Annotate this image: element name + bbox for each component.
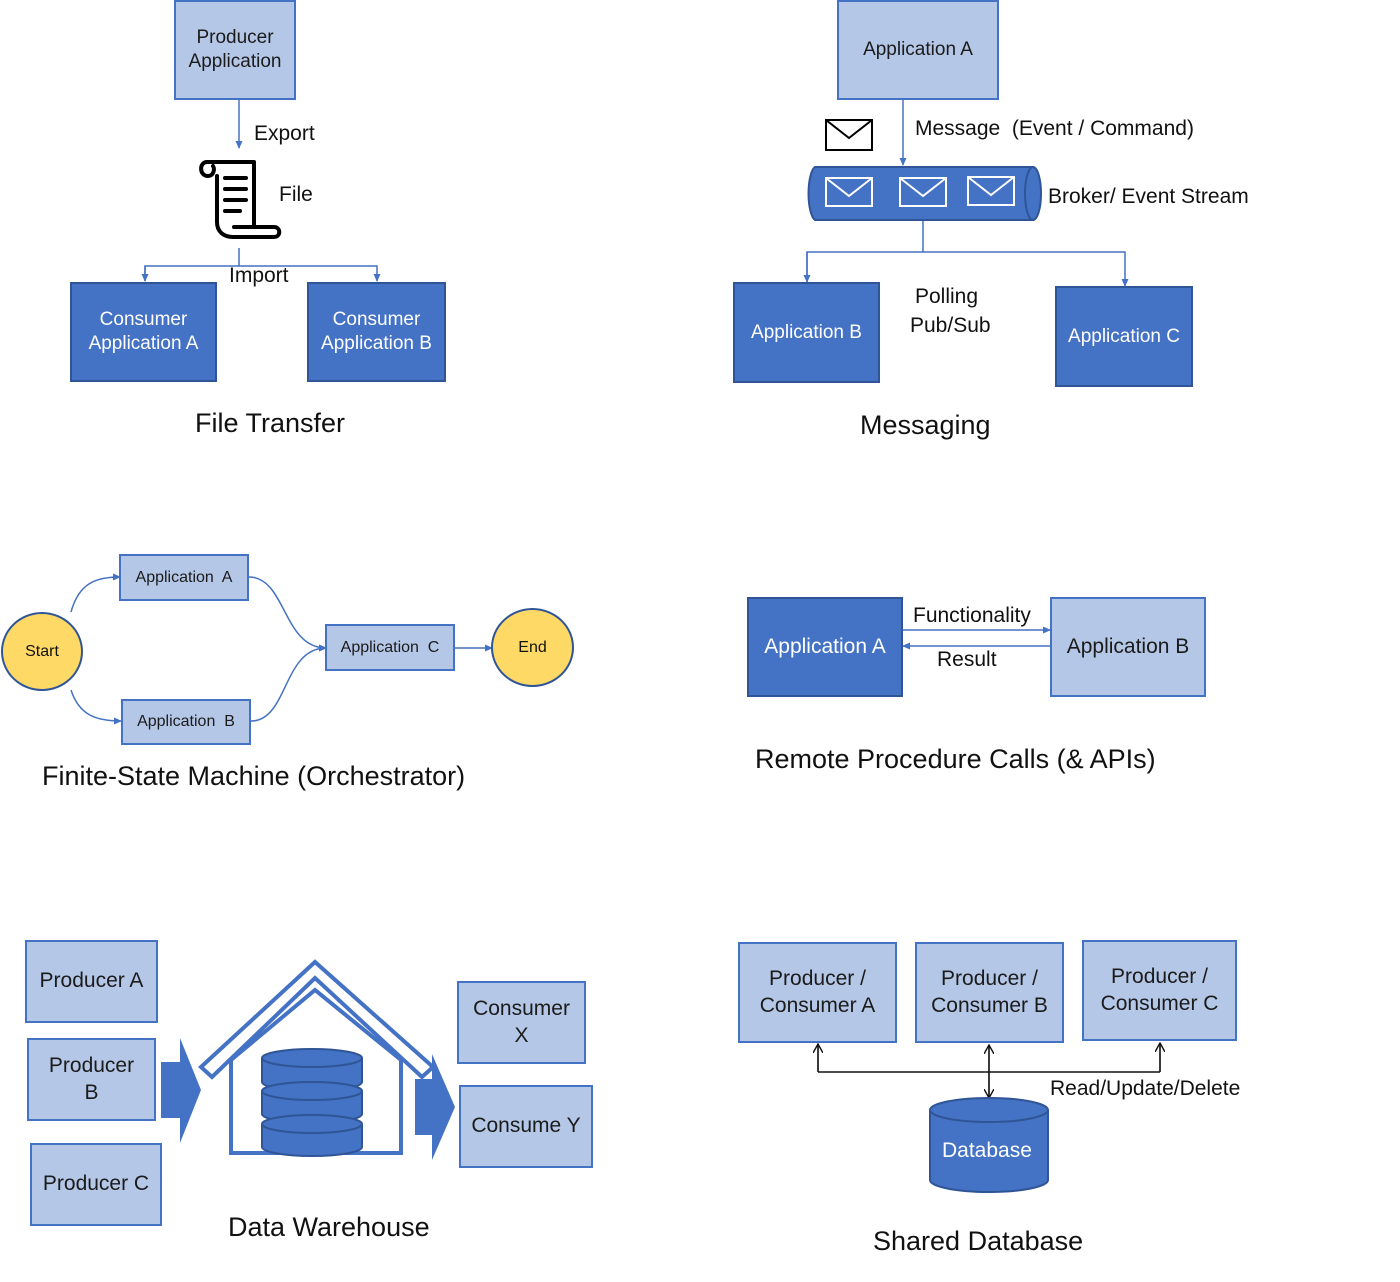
consumer-application-a-box: Consumer Application A [70, 282, 217, 382]
broker-label: Broker/ Event Stream [1048, 185, 1249, 208]
polling-label: Polling [915, 285, 979, 308]
block-arrow-icon [415, 1054, 455, 1160]
envelope-icon [825, 119, 873, 151]
file-transfer-title: File Transfer [195, 408, 346, 438]
producer-consumer-c-box: Producer / Consumer C [1082, 940, 1237, 1041]
export-label: Export [254, 122, 315, 145]
start-to-app-b [70, 689, 122, 725]
consume-y-box: Consume Y [459, 1085, 593, 1168]
rpc-application-a-box: Application A [747, 597, 903, 697]
messaging-title: Messaging [860, 410, 991, 440]
producer-b-box: Producer B [27, 1038, 156, 1121]
end-state: End [491, 608, 574, 687]
messaging-application-b-box: Application B [733, 282, 880, 383]
pubsub-label: Pub/Sub [910, 314, 991, 337]
database-label: Database [942, 1139, 1032, 1162]
import-label: Import [229, 264, 289, 287]
block-arrow-icon [161, 1038, 201, 1143]
envelope-icon [967, 176, 1015, 206]
result-label: Result [937, 648, 997, 671]
functionality-label: Functionality [913, 604, 1031, 627]
consumer-x-box: Consumer X [457, 981, 586, 1064]
database-icon [261, 1048, 363, 1157]
fsm-title: Finite-State Machine (Orchestrator) [42, 761, 466, 791]
rpc-title: Remote Procedure Calls (& APIs) [755, 744, 1156, 774]
shared-database-title: Shared Database [873, 1226, 1084, 1256]
messaging-application-a-box: Application A [837, 0, 999, 100]
message-label: Message (Event / Command) [915, 117, 1194, 140]
producer-c-box: Producer C [30, 1143, 162, 1226]
scroll-file-icon [199, 160, 282, 239]
producer-consumer-b-box: Producer / Consumer B [915, 942, 1064, 1043]
file-label: File [279, 183, 313, 206]
data-warehouse-title: Data Warehouse [228, 1212, 430, 1242]
start-state: Start [1, 612, 83, 691]
fsm-application-b-box: Application B [121, 699, 251, 745]
app-b-to-app-c [250, 644, 327, 722]
producer-consumer-a-box: Producer / Consumer A [738, 942, 897, 1043]
producer-application-box: Producer Application [174, 0, 296, 100]
fsm-application-c-box: Application C [325, 624, 455, 671]
app-a-to-app-c [248, 576, 327, 652]
database-icon [929, 1097, 1049, 1193]
start-to-app-a [70, 573, 121, 613]
read-update-delete-label: Read/Update/Delete [1050, 1077, 1241, 1100]
producer-a-box: Producer A [25, 940, 158, 1023]
rpc-application-b-box: Application B [1050, 597, 1206, 697]
fsm-application-a-box: Application A [119, 554, 249, 601]
warehouse-icon [198, 959, 436, 1157]
consumer-application-b-box: Consumer Application B [307, 282, 446, 382]
envelope-icon [899, 177, 947, 207]
broker-pipe [807, 166, 1042, 221]
messaging-application-c-box: Application C [1055, 286, 1193, 387]
envelope-icon [825, 177, 873, 207]
broker-to-apps-connector [806, 220, 1125, 286]
